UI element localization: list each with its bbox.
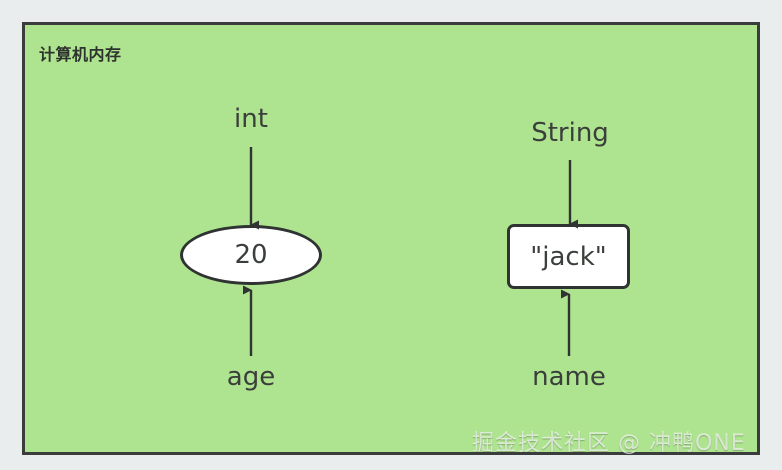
type-label-int: int <box>234 104 268 134</box>
type-label-string: String <box>531 118 609 148</box>
variable-label-age: age <box>226 362 276 392</box>
value-node-age: 20 <box>180 225 322 285</box>
watermark: 掘金技术社区 @ 冲鸭ONE <box>472 431 746 456</box>
value-node-name: "jack" <box>507 224 630 289</box>
memory-title: 计算机内存 <box>39 45 122 64</box>
value-text-name: "jack" <box>530 241 607 272</box>
computer-memory-container: 计算机内存 <box>22 22 760 455</box>
variable-label-name: name <box>532 362 606 392</box>
value-text-age: 20 <box>234 240 268 270</box>
